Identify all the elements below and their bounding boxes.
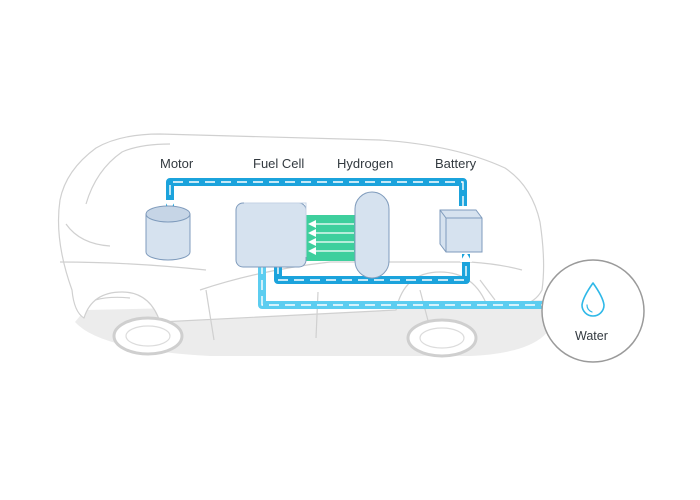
water-label: Water xyxy=(575,329,608,343)
rear-wheel xyxy=(406,318,478,358)
fuel-cell-component xyxy=(235,202,307,268)
front-wheel xyxy=(112,316,184,356)
motor-component xyxy=(145,205,191,261)
battery-component xyxy=(439,209,483,253)
hydrogen-tank-component xyxy=(354,191,390,279)
arrow-up-icon xyxy=(460,252,472,262)
water-callout xyxy=(541,259,645,363)
arrow-left-icon xyxy=(308,247,316,255)
hydrogen-label: Hydrogen xyxy=(337,156,394,171)
hydrogen-flow xyxy=(305,215,357,261)
arrow-left-icon xyxy=(308,220,316,228)
arrow-down-icon xyxy=(164,200,176,210)
power-flow-top xyxy=(164,178,467,210)
motor-label: Motor xyxy=(160,156,194,171)
arrow-left-icon xyxy=(308,238,316,246)
fuel-cell-label: Fuel Cell xyxy=(253,156,305,171)
battery-label: Battery xyxy=(435,156,477,171)
arrow-left-icon xyxy=(308,229,316,237)
power-flow-bottom xyxy=(274,252,472,284)
